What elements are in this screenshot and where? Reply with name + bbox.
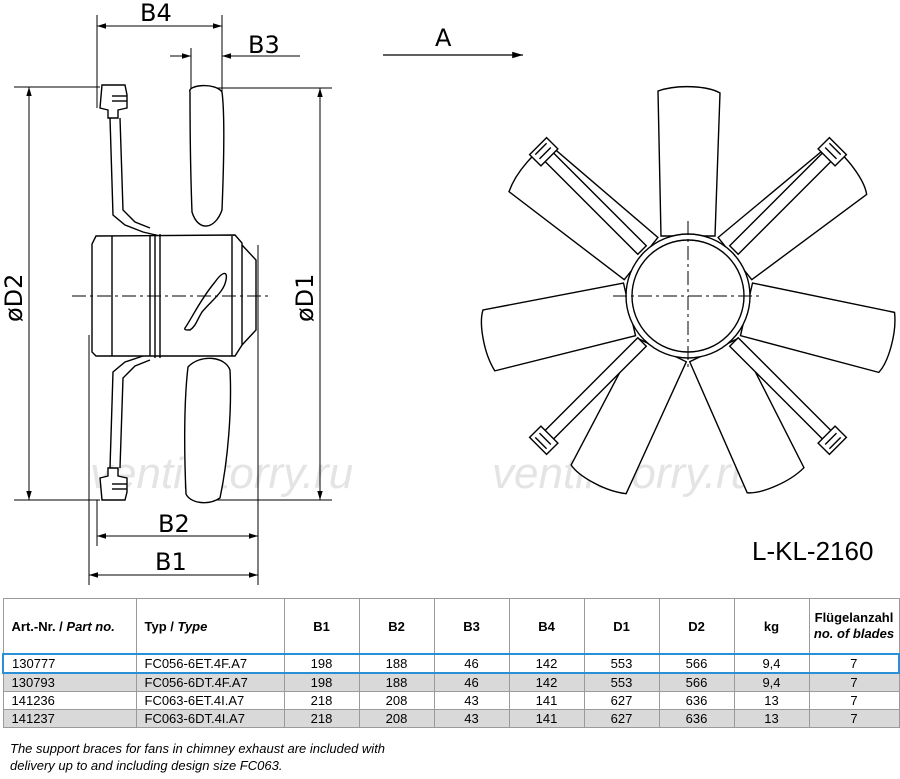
table-row[interactable]: 141237 FC063-6DT.4I.A7 218 208 43 141 62… [2, 709, 900, 728]
fan-blade [739, 282, 896, 374]
cell-b1: 218 [283, 709, 360, 728]
dim-label-d1: øD1 [291, 274, 319, 322]
fan-blade [480, 282, 637, 372]
cell-b1: 198 [283, 672, 360, 692]
header-b2: B2 [358, 598, 435, 655]
cell-part-no: 130777 [2, 653, 137, 674]
cell-d2: 566 [658, 672, 735, 692]
cell-b4: 142 [508, 672, 585, 692]
cell-b4: 141 [508, 691, 585, 710]
cell-b2: 188 [358, 653, 435, 674]
header-part-no: Art.-Nr. / Part no. [2, 598, 137, 655]
header-kg: kg [733, 598, 810, 655]
cell-blades: 7 [808, 691, 900, 710]
table-row[interactable]: 141236 FC063-6ET.4I.A7 218 208 43 141 62… [2, 691, 900, 710]
table-header-row: Art.-Nr. / Part no. Typ / Type B1 B2 B3 … [2, 598, 900, 655]
cell-b1: 218 [283, 691, 360, 710]
cell-d1: 627 [583, 691, 660, 710]
cell-blades: 7 [808, 709, 900, 728]
dim-label-b1: B1 [155, 548, 187, 576]
cell-part-no: 141237 [2, 709, 137, 728]
dim-label-d2: øD2 [0, 274, 28, 322]
dim-label-b4: B4 [140, 0, 172, 27]
header-b3: B3 [433, 598, 510, 655]
cell-b2: 208 [358, 691, 435, 710]
cell-b3: 43 [433, 709, 510, 728]
cell-type: FC063-6DT.4I.A7 [135, 709, 285, 728]
fan-blade [570, 337, 688, 495]
dim-label-b3: B3 [248, 31, 280, 59]
header-d1: D1 [583, 598, 660, 655]
header-d2: D2 [658, 598, 735, 655]
cell-part-no: 130793 [2, 672, 137, 692]
cell-b4: 142 [508, 653, 585, 674]
cell-blades: 7 [808, 653, 900, 674]
fan-blade [657, 85, 721, 237]
side-view [14, 15, 523, 585]
table-row[interactable]: 130793 FC056-6DT.4F.A7 198 188 46 142 55… [2, 672, 900, 692]
cell-b1: 198 [283, 653, 360, 674]
cell-type: FC063-6ET.4I.A7 [135, 691, 285, 710]
cell-type: FC056-6DT.4F.A7 [135, 672, 285, 692]
cell-kg: 9,4 [733, 672, 810, 692]
cell-b4: 141 [508, 709, 585, 728]
cell-b3: 46 [433, 672, 510, 692]
fan-blade [688, 337, 805, 494]
support-braces [528, 136, 848, 456]
header-b1: B1 [283, 598, 360, 655]
cell-type: FC056-6ET.4F.A7 [135, 653, 285, 674]
cell-blades: 7 [808, 672, 900, 692]
cell-d1: 553 [583, 672, 660, 692]
header-b4: B4 [508, 598, 585, 655]
cell-b2: 208 [358, 709, 435, 728]
cell-b3: 46 [433, 653, 510, 674]
cell-part-no: 141236 [2, 691, 137, 710]
footnote: The support braces for fans in chimney e… [10, 740, 610, 774]
front-view [480, 85, 896, 495]
view-label-a: A [435, 24, 452, 52]
cell-kg: 9,4 [733, 653, 810, 674]
footnote-line: The support braces for fans in chimney e… [10, 741, 386, 756]
cell-kg: 13 [733, 709, 810, 728]
cell-d1: 627 [583, 709, 660, 728]
header-type: Typ / Type [135, 598, 285, 655]
cell-kg: 13 [733, 691, 810, 710]
cell-d2: 636 [658, 691, 735, 710]
spec-table: Art.-Nr. / Part no. Typ / Type B1 B2 B3 … [2, 598, 900, 728]
cell-d2: 636 [658, 709, 735, 728]
cell-d1: 553 [583, 653, 660, 674]
table-row[interactable]: 130777 FC056-6ET.4F.A7 198 188 46 142 55… [2, 653, 900, 674]
dim-label-b2: B2 [158, 510, 190, 538]
model-code: L-KL-2160 [752, 536, 873, 566]
footnote-line: delivery up to and including design size… [10, 758, 283, 773]
fan-technical-drawing: ventilatorry.ru ventilatorry.ru [0, 0, 896, 585]
cell-b2: 188 [358, 672, 435, 692]
cell-b3: 43 [433, 691, 510, 710]
cell-d2: 566 [658, 653, 735, 674]
